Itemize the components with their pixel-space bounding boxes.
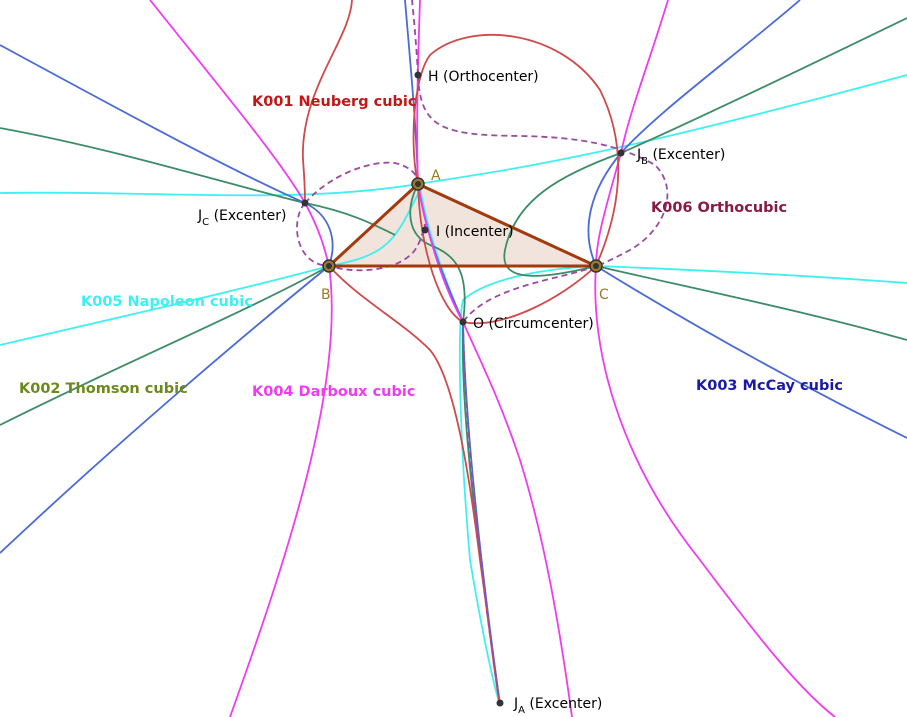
- point-ja[interactable]: [496, 699, 504, 707]
- point-h-label: H (Orthocenter): [428, 69, 539, 85]
- label-k004: K004 Darboux cubic: [252, 384, 415, 400]
- vertex-b-label: B: [321, 287, 331, 303]
- thomson-cubic: [0, 17, 907, 706]
- point-jc-label: JC (Excenter): [197, 208, 286, 228]
- point-jb[interactable]: [617, 149, 625, 157]
- point-ja-label: JA (Excenter): [513, 696, 602, 716]
- point-jc[interactable]: [301, 199, 309, 207]
- point-jb-label: JB (Excenter): [636, 147, 725, 167]
- label-k002: K002 Thomson cubic: [19, 381, 188, 397]
- point-i-label: I (Incenter): [436, 224, 514, 240]
- label-k005: K005 Napoleon cubic: [81, 294, 253, 310]
- point-o[interactable]: [459, 318, 467, 326]
- label-k003: K003 McCay cubic: [696, 378, 843, 394]
- vertex-c[interactable]: [589, 259, 603, 273]
- vertex-a[interactable]: [411, 177, 425, 191]
- vertex-c-label: C: [599, 287, 609, 303]
- point-o-label: O (Circumcenter): [473, 316, 594, 332]
- point-i[interactable]: [421, 226, 429, 234]
- vertex-a-label: A: [431, 168, 441, 184]
- label-k001: K001 Neuberg cubic: [252, 94, 417, 110]
- point-h[interactable]: [414, 71, 422, 79]
- vertex-b[interactable]: [322, 259, 336, 273]
- triangle-edges: [327, 182, 597, 268]
- label-k006: K006 Orthocubic: [651, 200, 787, 216]
